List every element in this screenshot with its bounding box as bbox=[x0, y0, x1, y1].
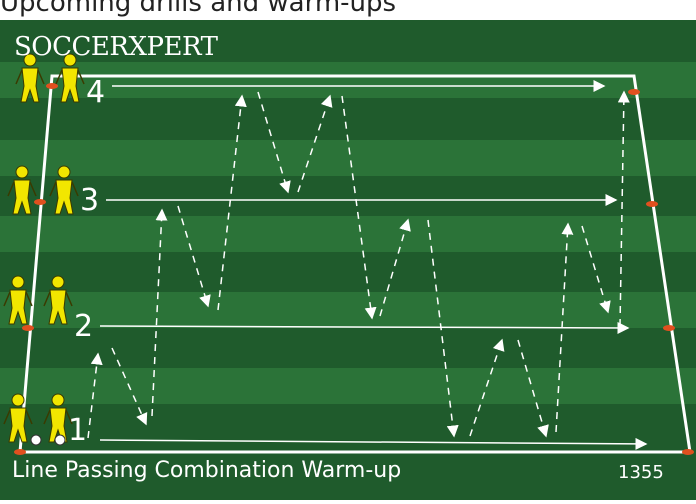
cone bbox=[628, 89, 640, 95]
dashed-run bbox=[517, 339, 549, 438]
cone bbox=[663, 325, 675, 331]
ball bbox=[54, 434, 66, 446]
line-number-2: 2 bbox=[74, 309, 94, 344]
player-figure bbox=[43, 393, 73, 443]
cone bbox=[34, 199, 46, 205]
player-figure bbox=[55, 53, 85, 103]
cones bbox=[14, 83, 694, 455]
dashed-run bbox=[177, 205, 211, 308]
player-figure bbox=[7, 165, 37, 215]
cone bbox=[646, 201, 658, 207]
player-figure bbox=[49, 165, 79, 215]
dashed-run bbox=[379, 218, 411, 317]
player-figure bbox=[15, 53, 45, 103]
dashed-run bbox=[297, 94, 333, 193]
line-number-4: 4 bbox=[86, 75, 106, 110]
dashed-run bbox=[341, 95, 377, 320]
dashed-run bbox=[87, 352, 103, 439]
straight-passes bbox=[99, 80, 648, 450]
top-caption-text: Upcoming drills and warm-ups bbox=[0, 0, 397, 18]
cone bbox=[14, 449, 26, 455]
dashed-run bbox=[217, 94, 247, 311]
drill-code: 1355 bbox=[618, 462, 664, 483]
players bbox=[3, 53, 85, 443]
straight-pass-1 bbox=[99, 437, 648, 450]
pitch-stripes bbox=[0, 20, 696, 500]
dashed-run bbox=[257, 91, 291, 194]
ball bbox=[30, 434, 42, 446]
pitch-diagram bbox=[0, 20, 696, 500]
player-figure bbox=[3, 275, 33, 325]
cone bbox=[22, 325, 34, 331]
balls bbox=[30, 434, 66, 446]
drill-board: SOCCERXPERT 4 3 2 1 Line Passing Combina… bbox=[0, 20, 696, 500]
drill-title: Line Passing Combination Warm-up bbox=[12, 458, 402, 483]
dashed-run bbox=[427, 219, 459, 438]
dashed-run bbox=[111, 347, 148, 426]
dashed-run bbox=[555, 222, 574, 433]
dashed-run bbox=[581, 225, 611, 314]
cone bbox=[46, 83, 58, 89]
player-figure bbox=[43, 275, 73, 325]
straight-pass-2 bbox=[99, 321, 630, 334]
top-caption: Upcoming drills and warm-ups bbox=[0, 0, 696, 20]
line-number-3: 3 bbox=[80, 183, 100, 218]
dashed-run bbox=[617, 90, 630, 327]
cone bbox=[682, 449, 694, 455]
dashed-run bbox=[469, 338, 505, 437]
player-figure bbox=[3, 393, 33, 443]
dashed-runs bbox=[87, 90, 630, 439]
dashed-run bbox=[151, 208, 168, 417]
soccerxpert-logo: SOCCERXPERT bbox=[14, 32, 218, 62]
line-number-1: 1 bbox=[68, 413, 88, 448]
